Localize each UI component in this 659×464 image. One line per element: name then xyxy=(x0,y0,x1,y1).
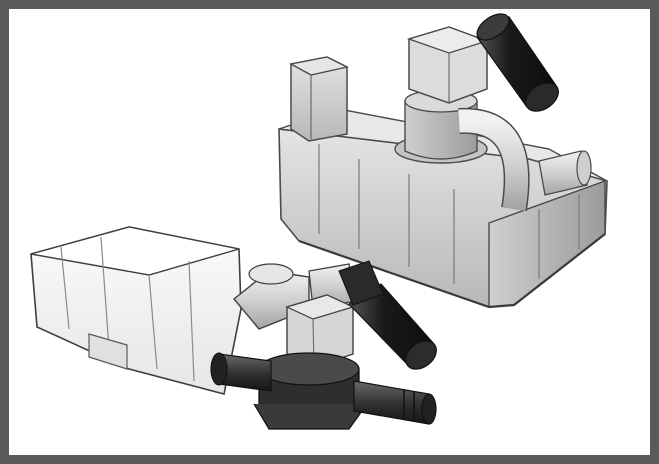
grey-pump-unit xyxy=(278,13,608,309)
white-unit-motor xyxy=(338,260,437,370)
illustration-panel xyxy=(9,9,650,455)
white-tank-pump-unit xyxy=(30,226,437,430)
pump-units-illustration xyxy=(30,13,608,430)
grey-unit-motor xyxy=(476,13,559,112)
